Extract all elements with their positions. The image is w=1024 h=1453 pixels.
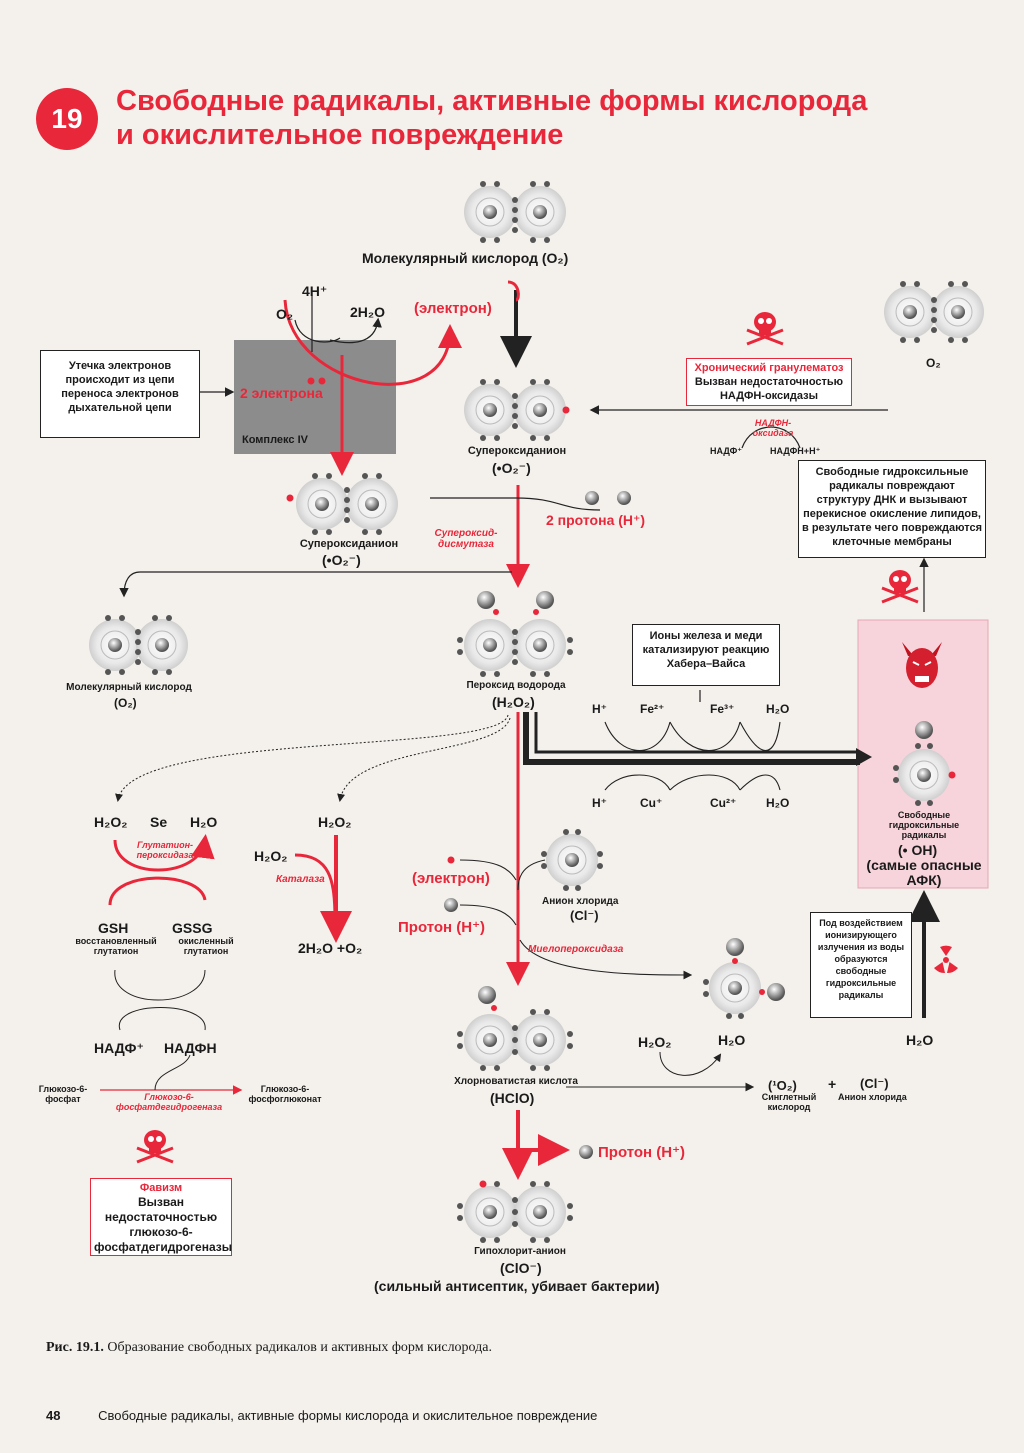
superoxide-center-name: Супероксиданион [467, 445, 567, 457]
chloride-formula: (Cl⁻) [570, 908, 599, 923]
hydroxyl-name: Свободные гидроксильные радикалы [888, 810, 960, 840]
haber-h1: H⁺ [592, 702, 607, 716]
nadph-gpx: НАДФН [164, 1040, 217, 1056]
water-molecule [703, 938, 785, 1019]
gpx-enzyme: Глутатион-пероксидаза [136, 840, 194, 860]
peroxide-name: Пероксид водорода [466, 680, 566, 691]
water2-label: 2H₂O [350, 304, 386, 320]
nadp-gpx: НАДФ⁺ [94, 1040, 144, 1056]
singlet-o2-name: Синглетный кислород [761, 1092, 817, 1112]
singlet-plus: + [828, 1076, 837, 1092]
mpo-enzyme: Миелопероксидаза [528, 944, 624, 955]
gpx-se: Se [150, 814, 168, 830]
leak-box: Утечка электронов происходит из цепи пер… [40, 350, 200, 438]
protons-label: 2 протона (H⁺) [546, 512, 646, 528]
page-title: Свободные радикалы, активные формы кисло… [116, 85, 868, 151]
granulomatosis-box: Хронический гранулематоз Вызван недостат… [686, 358, 852, 406]
gsh-desc: восстановленный глутатион [75, 936, 157, 956]
singlet-o2: (¹O₂) [768, 1078, 797, 1093]
nadph-label: НАДФН+H⁺ [770, 446, 821, 456]
figure-caption: Рис. 19.1. Образование свободных радикал… [46, 1340, 492, 1355]
chapter-badge: 19 [36, 88, 98, 150]
hclo-formula: (HClO) [490, 1090, 535, 1106]
hclo-name: Хлорноватистая кислота [454, 1076, 578, 1087]
singlet-h2o2: H₂O₂ [638, 1034, 672, 1050]
hydroxyl-note: (самые опасные АФК) [866, 857, 982, 888]
radiation-box: Под воздействием ионизирующего излучения… [810, 912, 912, 1018]
o2-top-molecule [463, 181, 567, 243]
devil-icon [902, 642, 942, 688]
o2-left-formula: (O₂) [114, 696, 137, 710]
iron-copper-box: Ионы железа и меди катализируют реакцию … [632, 624, 780, 686]
complex-electrons-label: 2 электрона [240, 385, 323, 401]
proton-out-label: Протон (H⁺) [598, 1144, 686, 1161]
hydroxyl-molecule [893, 721, 956, 806]
haber-w2: H₂O [766, 796, 790, 810]
haber-h2: H⁺ [592, 796, 607, 810]
haber-fe2: Fe²⁺ [640, 702, 665, 716]
g6p-label: Глюкозо-6-фосфат [38, 1084, 88, 1104]
catalase-products: 2H₂O +O₂ [298, 940, 363, 956]
skull-icon [746, 312, 784, 346]
skull-icon [881, 570, 919, 604]
peroxide-formula: (H₂O₂) [492, 694, 535, 710]
gssg-label: GSSG [172, 920, 213, 936]
water-right-label: H₂O [906, 1032, 934, 1048]
gssg-desc: окисленный глутатион [178, 936, 234, 956]
mpo-electron: (электрон) [412, 870, 490, 887]
mpo-proton: Протон (H⁺) [398, 919, 486, 936]
hydroxyl-damage-box: Свободные гидроксильные радикалы поврежд… [798, 460, 986, 558]
singlet-cl: (Cl⁻) [860, 1076, 889, 1091]
hypochlorite-name: Гипохлорит-анион [474, 1246, 566, 1257]
chloride-name: Анион хлорида [542, 896, 619, 907]
hclo-molecule [457, 986, 573, 1071]
electron-label: (электрон) [414, 300, 492, 317]
pgl-label: Глюкозо-6-фосфоглюконат [248, 1084, 322, 1104]
catalase-h2o2-b: H₂O₂ [254, 848, 288, 864]
haber-fe3: Fe³⁺ [710, 702, 735, 716]
radiation-icon [934, 945, 958, 974]
singlet-h2o: H₂O [718, 1032, 746, 1048]
catalase-enzyme: Каталаза [276, 874, 325, 885]
superoxide-left-name: Супероксиданион [299, 538, 399, 550]
peroxide-molecule [457, 591, 573, 677]
o2-label: O₂ [276, 306, 294, 322]
o2-right-molecule [883, 281, 985, 343]
nadp-label: НАДФ⁺ [710, 446, 743, 456]
superoxide-center-formula: (•O₂⁻) [492, 460, 531, 476]
singlet-cl-name: Анион хлорида [838, 1092, 907, 1102]
haber-cu1: Cu⁺ [640, 796, 663, 810]
hypochlorite-molecule [457, 1180, 573, 1243]
o2-right-label: O₂ [926, 356, 941, 370]
g6pdh-label: Глюкозо-6-фосфатдегидрогеназа [115, 1092, 223, 1112]
page-footer: 48 Свободные радикалы, активные формы ки… [46, 1408, 598, 1423]
skull-icon [136, 1130, 174, 1164]
h4-label: 4H⁺ [302, 283, 328, 299]
gpx-h2o: H₂O [190, 814, 218, 830]
favism-box: Фавизм Вызван недостаточностью глюкозо-6… [90, 1178, 232, 1256]
gpx-h2o2: H₂O₂ [94, 814, 128, 830]
o2-left-molecule [88, 615, 189, 675]
gsh-label: GSH [98, 920, 129, 936]
haber-cu2: Cu²⁺ [710, 796, 737, 810]
complex-name-label: Комплекс IV [242, 434, 308, 446]
o2-top-label: Молекулярный кислород (O₂) [362, 250, 569, 266]
superoxide-center-molecule [463, 379, 570, 441]
hydroxyl-formula: (• OH) [898, 842, 938, 858]
o2-left-name: Молекулярный кислород [66, 682, 192, 693]
nadph-oxidase-label: НАДФН-оксидаза [752, 418, 794, 438]
dismutase-label: Супероксид-дисмутаза [434, 528, 498, 550]
hypochlorite-note: (сильный антисептик, убивает бактерии) [374, 1278, 660, 1294]
chloride-molecule [541, 829, 603, 891]
hypochlorite-formula: (ClO⁻) [500, 1260, 542, 1276]
haber-w1: H₂O [766, 702, 790, 716]
catalase-h2o2-a: H₂O₂ [318, 814, 352, 830]
superoxide-left-formula: (•O₂⁻) [322, 552, 361, 568]
superoxide-left-molecule [286, 473, 399, 535]
